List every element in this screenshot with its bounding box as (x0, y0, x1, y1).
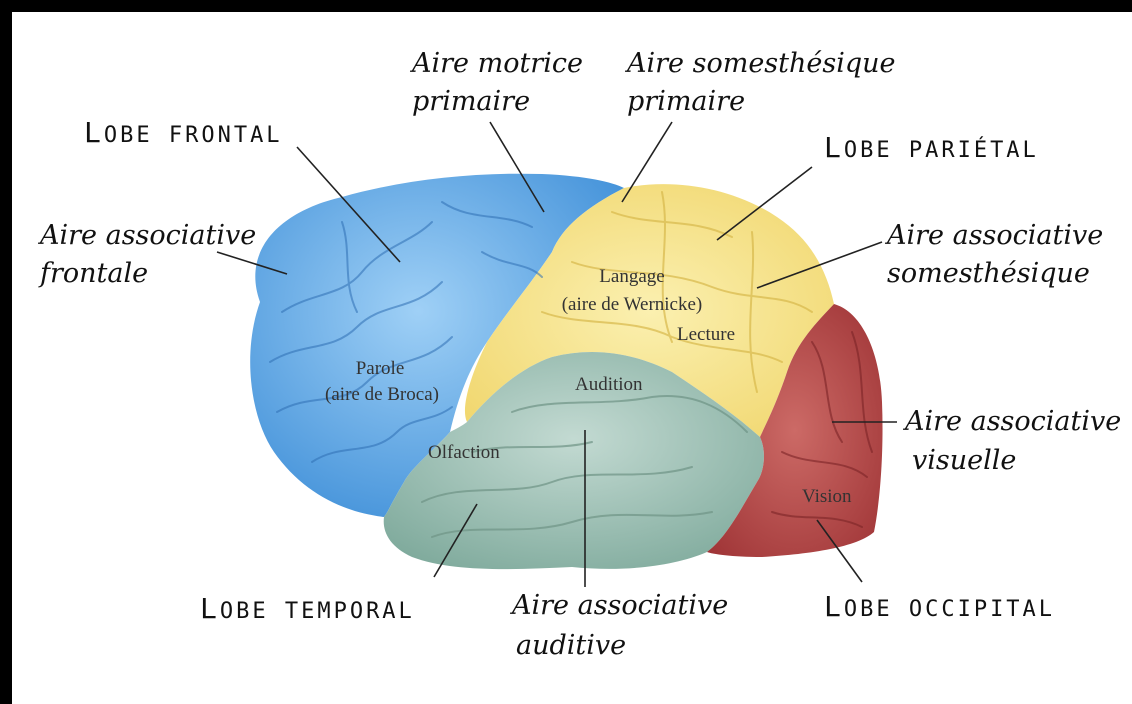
lobe-temporal-title: LOBE TEMPORAL (200, 592, 415, 625)
area-motor-line1: Aire motrice (409, 48, 583, 79)
area-motor-line2: primaire (412, 86, 530, 117)
region-smell: Olfaction (428, 442, 500, 463)
area-frontal-assoc-line2: frontale (38, 258, 148, 289)
lobe-frontal-title: LOBE FRONTAL (84, 116, 283, 149)
area-somato-assoc-line2: somesthésique (887, 258, 1090, 289)
brain-diagram: LOBE FRONTAL LOBE PARIÉTAL LOBE TEMPORAL… (12, 12, 1132, 704)
area-visual-assoc-line2: visuelle (912, 445, 1016, 476)
brain-illustration (250, 174, 882, 569)
area-auditory-assoc-line2: auditive (516, 630, 626, 661)
region-wernicke-line1: Langage (599, 266, 664, 287)
region-vision: Vision (802, 486, 852, 507)
region-reading: Lecture (677, 324, 735, 345)
area-somatosensory-line1: Aire somesthésique (624, 48, 896, 79)
region-wernicke-line2: (aire de Wernicke) (562, 294, 703, 315)
region-broca-line2: (aire de Broca) (325, 384, 439, 405)
area-auditory-assoc-line1: Aire associative (509, 590, 728, 621)
area-visual-assoc-line1: Aire associative (902, 406, 1121, 437)
diagram-frame: LOBE FRONTAL LOBE PARIÉTAL LOBE TEMPORAL… (12, 12, 1132, 704)
lobe-parietal-title: LOBE PARIÉTAL (824, 131, 1039, 164)
area-somato-assoc-line1: Aire associative (884, 220, 1103, 251)
region-hearing: Audition (575, 374, 643, 395)
area-somatosensory-line2: primaire (627, 86, 745, 117)
region-broca-line1: Parole (356, 358, 405, 379)
lobe-occipital-title: LOBE OCCIPITAL (824, 590, 1055, 623)
area-frontal-assoc-line1: Aire associative (37, 220, 256, 251)
